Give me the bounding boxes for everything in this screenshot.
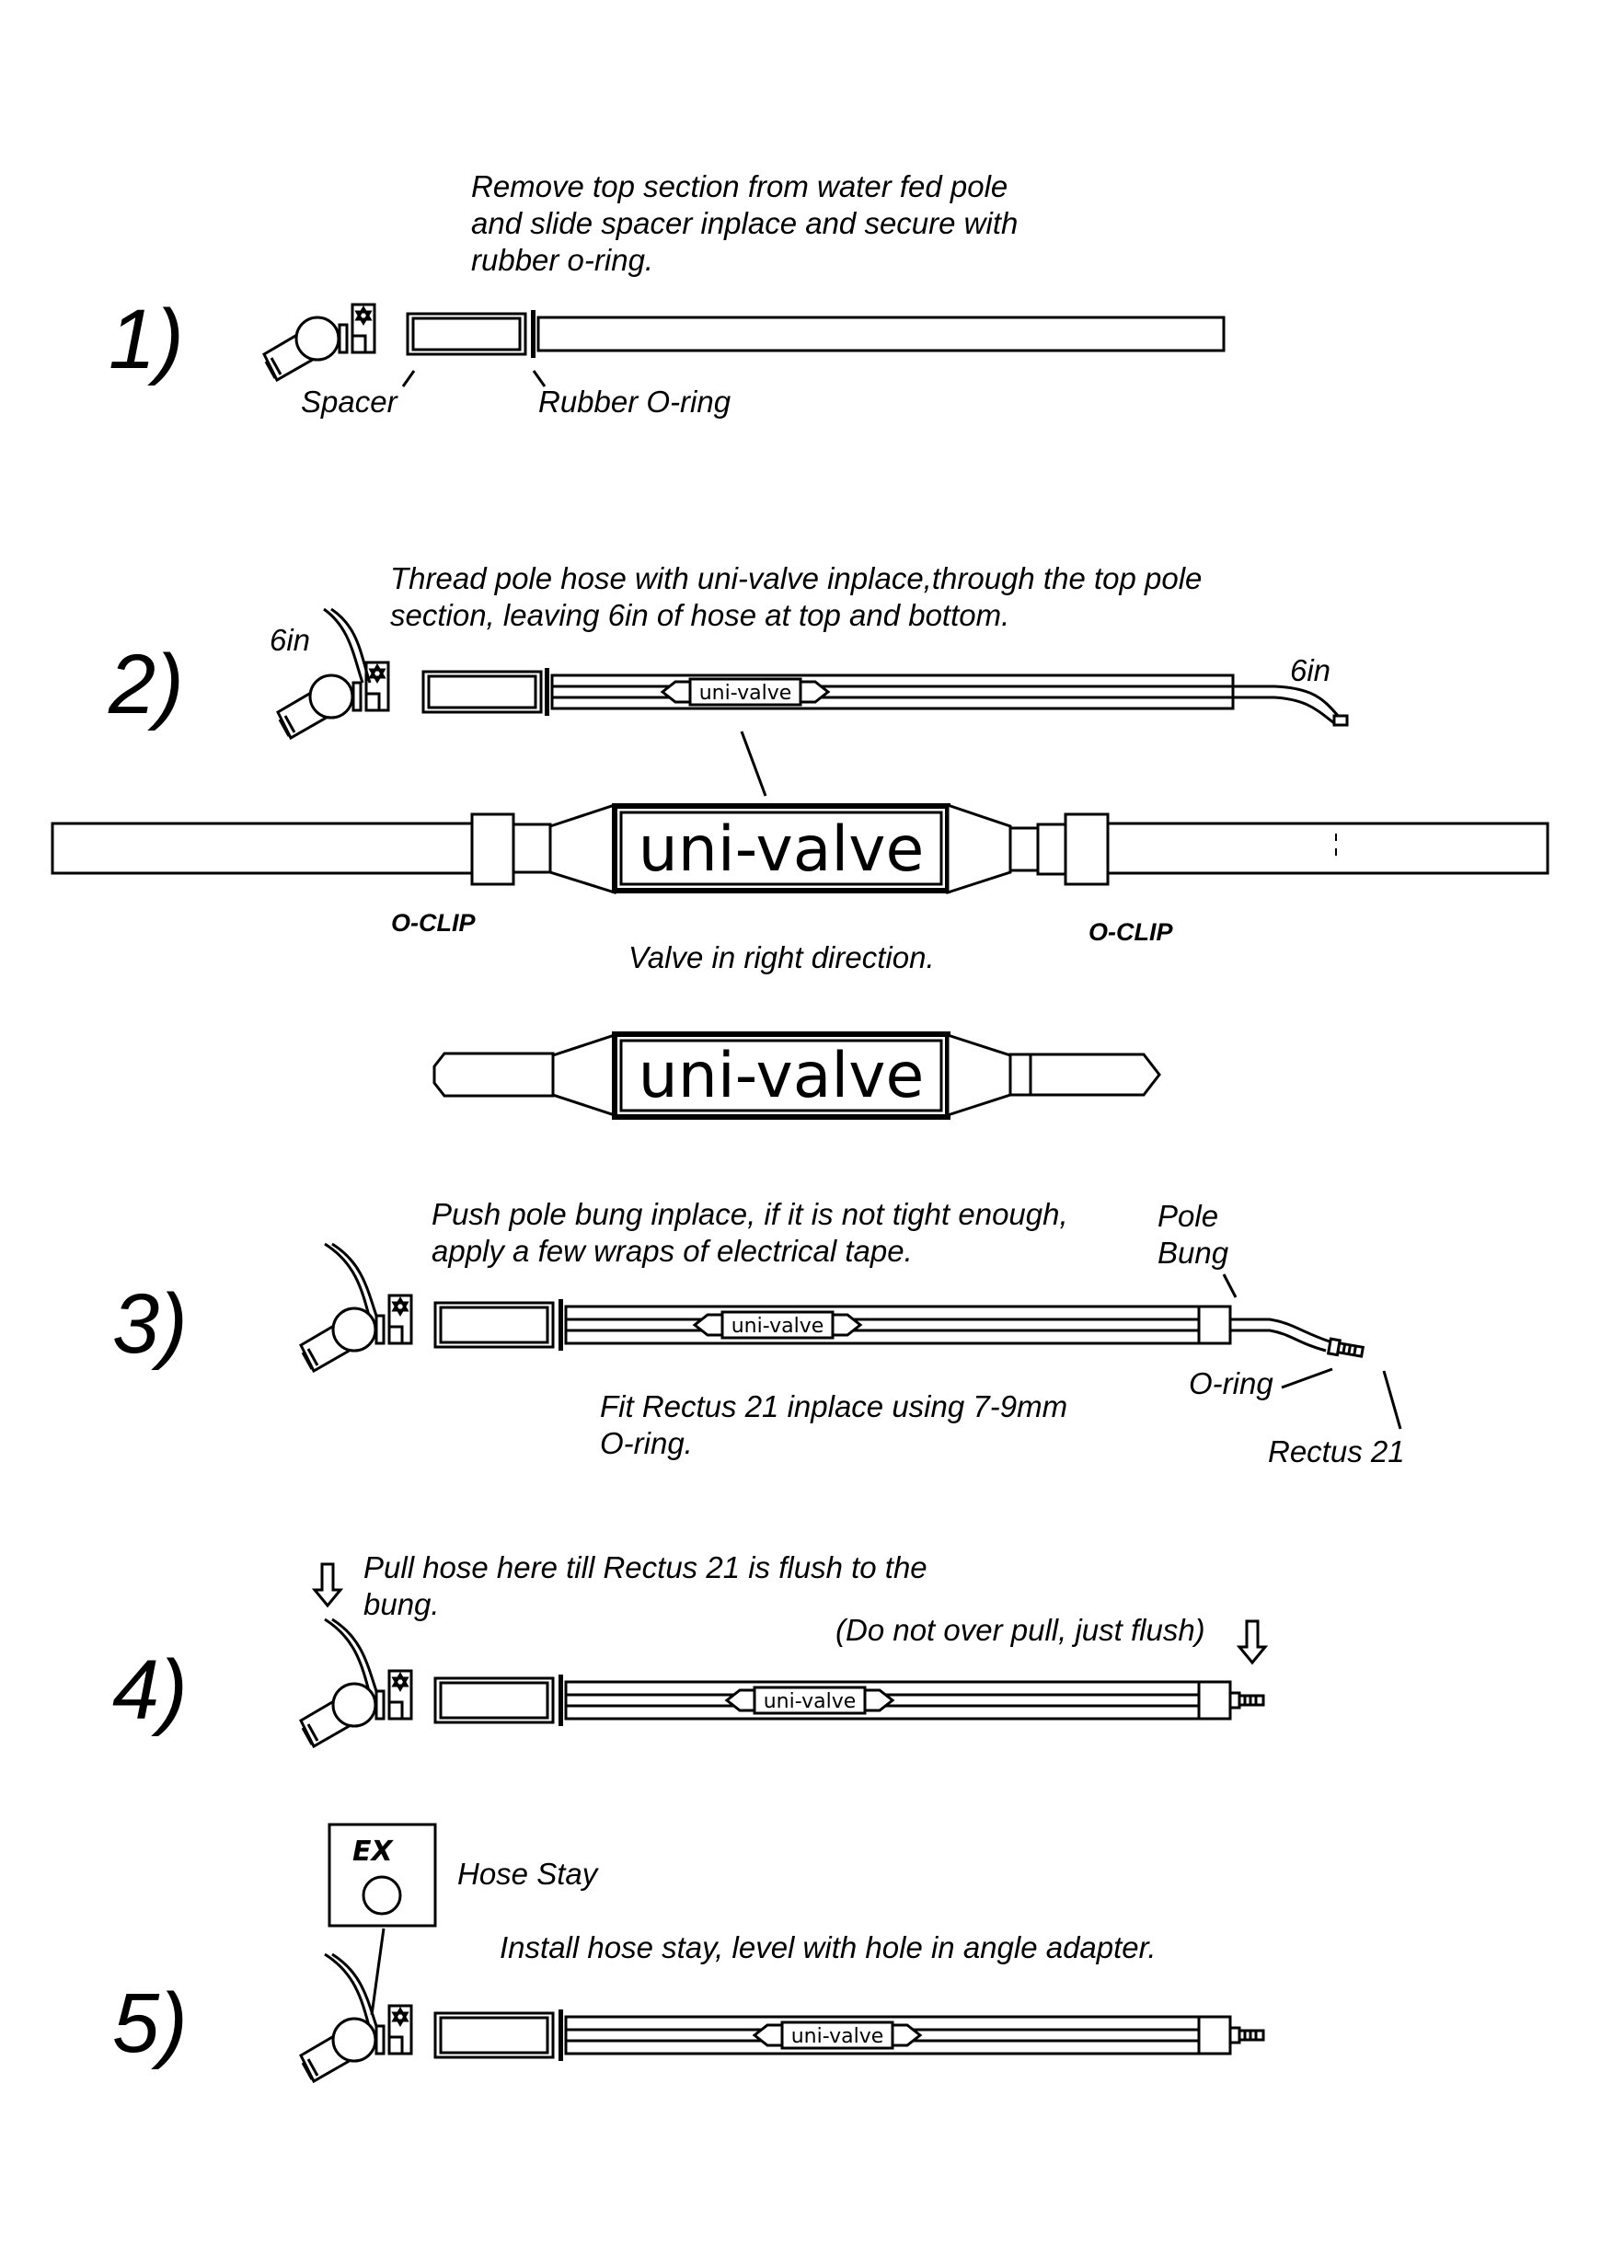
oclip-right-label: O-CLIP bbox=[1088, 918, 1173, 946]
bottom-hose-tail bbox=[1233, 685, 1342, 719]
step-2-number: 2) bbox=[108, 638, 184, 731]
step-2-pole-assembly bbox=[276, 607, 1349, 740]
step-5-pole-assembly bbox=[299, 1952, 1265, 2083]
step-4-valve-label: uni-valve bbox=[764, 1690, 857, 1713]
step-3-pole-assembly bbox=[299, 1242, 1365, 1373]
hose-stay-label: Hose Stay bbox=[457, 1857, 600, 1891]
detail-valve-label: uni-valve bbox=[639, 813, 925, 886]
step-2-valve-label: uni-valve bbox=[699, 682, 792, 705]
step-3-instruction-line-2: apply a few wraps of electrical tape. bbox=[432, 1234, 913, 1268]
oring-label: O-ring bbox=[1189, 1366, 1273, 1400]
step-1-instruction-line-2: and slide spacer inplace and secure with bbox=[471, 206, 1018, 240]
step-2: 2) Thread pole hose with uni-valve inpla… bbox=[51, 561, 1549, 1120]
step-1-instruction-line-1: Remove top section from water fed pole bbox=[471, 169, 1008, 203]
step-1-pole-assembly bbox=[262, 303, 1226, 382]
oclip-right bbox=[1064, 812, 1110, 886]
step-3-valve-label: uni-valve bbox=[731, 1315, 824, 1338]
step-4-instruction-line-1: Pull hose here till Rectus 21 is flush t… bbox=[363, 1550, 927, 1584]
step-1-number: 1) bbox=[109, 293, 184, 386]
detail-pipe-right bbox=[1106, 822, 1549, 875]
step-5: 5) EX Hose Stay Install hose stay, level… bbox=[112, 1823, 1265, 2083]
spacer-label: Spacer bbox=[301, 385, 399, 419]
step-4-instruction-line-2: bung. bbox=[363, 1587, 440, 1621]
oclip-left bbox=[470, 812, 515, 886]
fit-note-line-1: Fit Rectus 21 inplace using 7-9mm bbox=[600, 1389, 1067, 1423]
step-3-instruction-line-1: Push pole bung inplace, if it is not tig… bbox=[432, 1197, 1068, 1231]
pole-section bbox=[564, 1680, 1201, 1721]
top-pole-section bbox=[536, 316, 1226, 352]
step-5-instruction: Install hose stay, level with hole in an… bbox=[500, 1930, 1157, 1964]
pole-bung-label-line-1: Pole bbox=[1158, 1199, 1218, 1233]
step-5-valve-label: uni-valve bbox=[791, 2025, 884, 2048]
top-pole-section bbox=[550, 673, 1235, 710]
valve-direction-note: Valve in right direction. bbox=[628, 940, 935, 974]
pole-section bbox=[564, 1305, 1201, 1345]
rectus-leader bbox=[1382, 1370, 1402, 1430]
oclip-left-label: O-CLIP bbox=[391, 909, 476, 937]
pull-arrow-icon bbox=[311, 1562, 344, 1608]
step-4: 4) Pull hose here till Rectus 21 is flus… bbox=[112, 1550, 1269, 1748]
step-4-number: 4) bbox=[112, 1643, 188, 1737]
detail-leader bbox=[740, 731, 767, 797]
pole-bung-leader bbox=[1222, 1273, 1238, 1298]
pole-bung bbox=[1197, 1305, 1232, 1345]
standalone-valve bbox=[432, 1031, 1161, 1120]
step-3: 3) Push pole bung inplace, if it is not … bbox=[112, 1197, 1405, 1468]
do-not-overpull-note: (Do not over pull, just flush) bbox=[835, 1613, 1205, 1647]
standalone-valve-label: uni-valve bbox=[639, 1040, 925, 1112]
valve-detail-assembly bbox=[51, 802, 1549, 895]
step-5-number: 5) bbox=[112, 1976, 188, 2070]
step-1: 1) Remove top section from water fed pol… bbox=[109, 169, 1226, 419]
oring-leader bbox=[1281, 1367, 1333, 1389]
rubber-oring-label: Rubber O-ring bbox=[538, 385, 731, 419]
step-4-pole-assembly bbox=[299, 1618, 1265, 1748]
pole-bung bbox=[1197, 2015, 1232, 2055]
hose-stay-icon bbox=[328, 1823, 437, 1928]
flush-arrow-icon bbox=[1236, 1619, 1269, 1665]
top-hose-loop bbox=[323, 607, 364, 684]
step-1-instruction-line-3: rubber o-ring. bbox=[471, 243, 653, 277]
oring-leader bbox=[532, 370, 547, 387]
spacer-leader bbox=[401, 370, 416, 387]
step-2-instruction-line-1: Thread pole hose with uni-valve inplace,… bbox=[390, 561, 1202, 595]
step-2-instruction-line-2: section, leaving 6in of hose at top and … bbox=[390, 598, 1009, 632]
step-3-number: 3) bbox=[112, 1277, 188, 1371]
six-in-bottom-label: 6in bbox=[1290, 653, 1330, 687]
pole-bung bbox=[1197, 1680, 1232, 1721]
rectus-label: Rectus 21 bbox=[1268, 1434, 1405, 1468]
pole-bung-label-line-2: Bung bbox=[1158, 1236, 1229, 1270]
hose-stay-pointer bbox=[370, 1928, 386, 2016]
fit-note-line-2: O-ring. bbox=[600, 1426, 693, 1460]
rubber-oring bbox=[531, 310, 536, 358]
ex-logo: EX bbox=[352, 1836, 394, 1868]
detail-pipe-left bbox=[51, 822, 478, 875]
six-in-top-label: 6in bbox=[270, 623, 310, 657]
